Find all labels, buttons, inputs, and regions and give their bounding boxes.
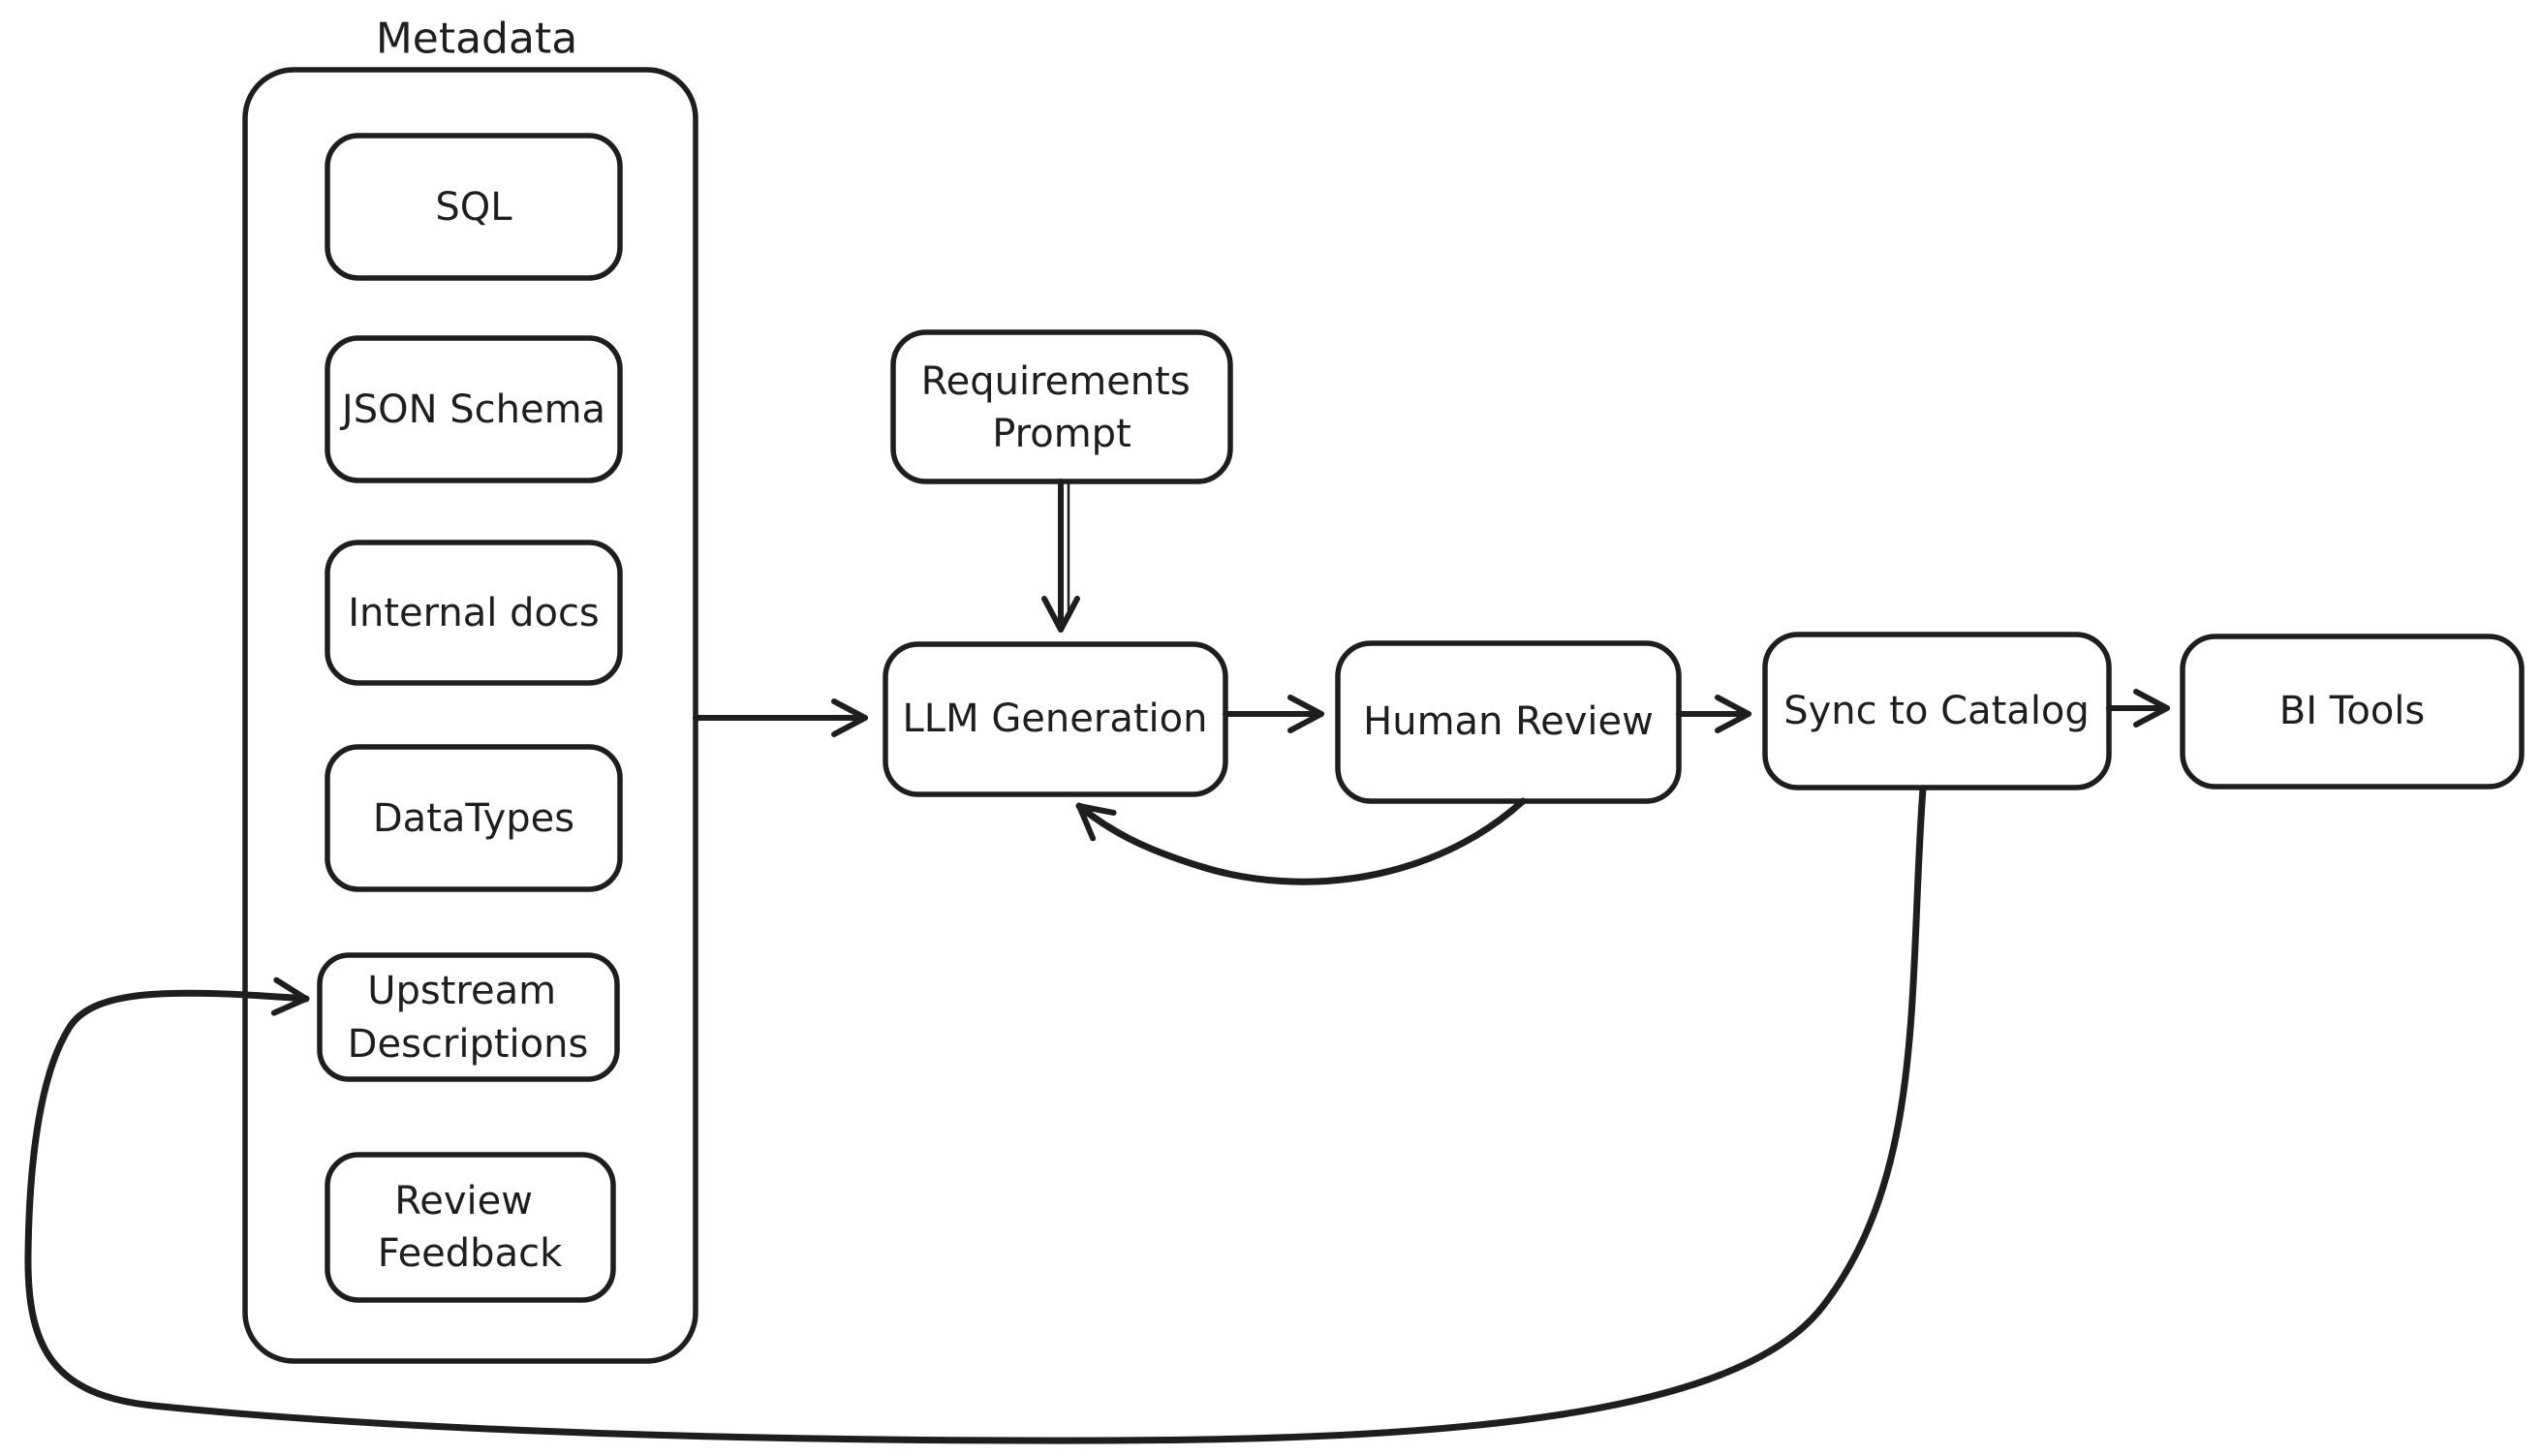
edges-layer <box>24 479 2170 1444</box>
node-json-schema-label: JSON Schema <box>339 387 605 432</box>
node-bi-tools <box>2180 634 2525 790</box>
node-human-review-label: Human Review <box>1363 699 1654 744</box>
node-llm-generation-label: LLM Generation <box>903 697 1208 741</box>
node-datatypes <box>325 744 623 892</box>
edge-human-review-feedback-to-llm-generation <box>1075 797 1527 885</box>
node-requirements-prompt <box>890 329 1233 484</box>
node-sql <box>325 133 623 281</box>
shapes-layer <box>242 67 2525 1364</box>
node-upstream-descriptions <box>317 952 620 1082</box>
node-sync-to-catalog-label: Sync to Catalog <box>1783 689 2090 733</box>
node-review-feedback-label: Review Feedback <box>378 1166 563 1276</box>
node-internal-docs <box>325 540 623 686</box>
edge-sync-to-catalog-loop-to-upstream-descriptions <box>24 785 1927 1444</box>
node-review-feedback <box>325 1152 616 1303</box>
node-human-review <box>1335 640 1682 804</box>
metadata-group-title: Metadata <box>376 15 577 64</box>
node-sql-label: SQL <box>435 185 512 230</box>
node-json-schema <box>325 335 623 483</box>
labels-layer: Metadata SQL JSON Schema Internal docs D… <box>339 15 2425 1277</box>
node-datatypes-label: DataTypes <box>373 796 574 841</box>
node-internal-docs-label: Internal docs <box>348 591 600 635</box>
node-upstream-descriptions-label: Upstream Descriptions <box>348 956 589 1067</box>
node-llm-generation <box>883 641 1228 797</box>
node-bi-tools-label: BI Tools <box>2279 689 2426 733</box>
node-requirements-prompt-label: Requirements Prompt <box>921 347 1203 456</box>
